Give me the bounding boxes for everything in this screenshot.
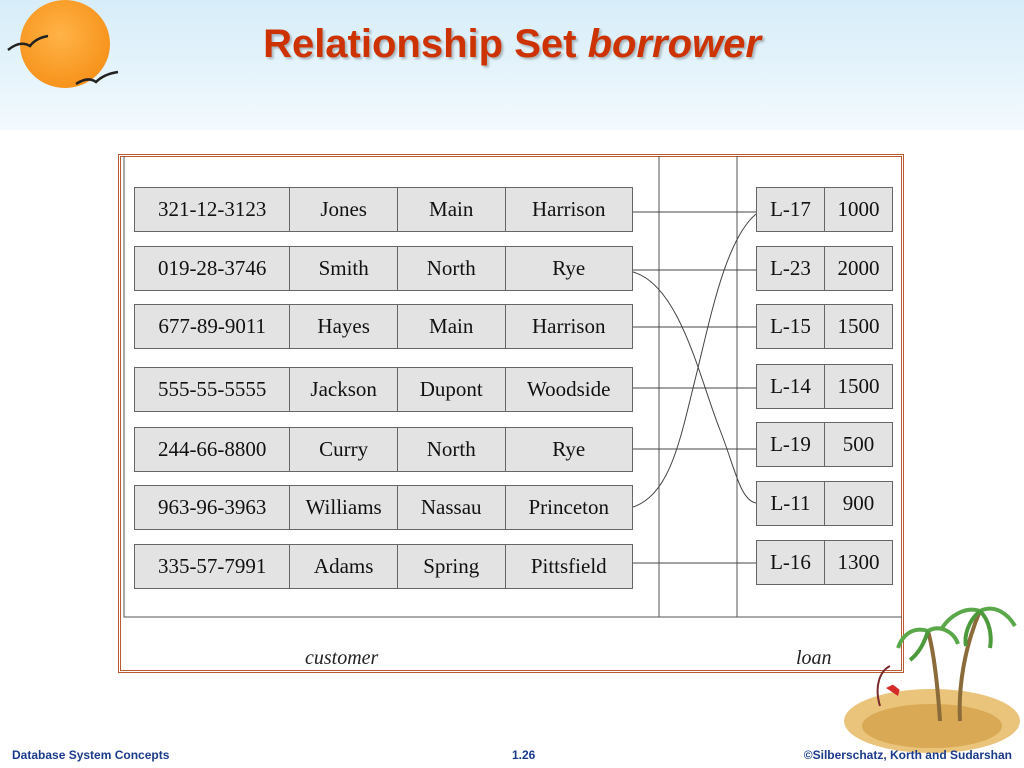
customer-id: 321-12-3123 xyxy=(135,188,291,231)
bird-icon xyxy=(7,34,119,86)
loan-number: L-23 xyxy=(757,247,825,290)
loan-row: L-23 2000 xyxy=(756,246,893,291)
customer-street: Nassau xyxy=(398,486,506,529)
customer-city: Woodside xyxy=(527,377,611,401)
customer-id: 963-96-3963 xyxy=(135,486,291,529)
loan-amount: 1000 xyxy=(837,197,880,221)
link-smith-l11 xyxy=(632,271,757,504)
loan-number: L-16 xyxy=(757,541,825,584)
customer-city: Rye xyxy=(552,256,586,280)
loan-number: L-15 xyxy=(757,305,825,348)
customer-row: 677-89-9011 Hayes Main Harrison xyxy=(134,304,633,349)
customer-name: Jones xyxy=(290,188,398,231)
title-italic: borrower xyxy=(587,22,761,66)
customer-street: North xyxy=(398,428,506,471)
figure-frame xyxy=(118,154,904,673)
customer-city: Rye xyxy=(552,437,586,461)
loan-amount: 900 xyxy=(842,491,875,515)
customer-name: Hayes xyxy=(290,305,398,348)
customer-city: Harrison xyxy=(532,197,606,221)
customer-id: 335-57-7991 xyxy=(135,545,291,588)
customer-name: Smith xyxy=(290,247,398,290)
loan-row: L-16 1300 xyxy=(756,540,893,585)
loan-amount: 2000 xyxy=(837,256,880,280)
loan-amount: 1500 xyxy=(837,374,880,398)
palm-island-icon xyxy=(844,606,1020,753)
customer-city: Pittsfield xyxy=(530,554,607,578)
customer-street: North xyxy=(398,247,506,290)
footer-copyright: ©Silberschatz, Korth and Sudarshan xyxy=(803,748,1012,762)
customer-row: 963-96-3963 Williams Nassau Princeton xyxy=(134,485,633,530)
loan-number: L-19 xyxy=(757,423,825,466)
loan-number: L-17 xyxy=(757,188,825,231)
customer-city: Princeton xyxy=(528,495,609,519)
header-band xyxy=(0,0,1024,130)
page-title: Relationship Set borrower xyxy=(0,22,1024,67)
customer-row: 244-66-8800 Curry North Rye xyxy=(134,427,633,472)
sun-icon xyxy=(20,0,110,88)
customer-street: Spring xyxy=(398,545,506,588)
footer-left: Database System Concepts xyxy=(12,748,170,762)
customer-id: 555-55-5555 xyxy=(135,368,291,411)
customer-row: 555-55-5555 Jackson Dupont Woodside xyxy=(134,367,633,412)
loan-row: L-15 1500 xyxy=(756,304,893,349)
customer-id: 244-66-8800 xyxy=(135,428,291,471)
customer-name: Williams xyxy=(290,486,398,529)
link-williams-l17 xyxy=(632,213,757,508)
loan-amount: 1300 xyxy=(837,550,880,574)
loan-row: L-17 1000 xyxy=(756,187,893,232)
customer-name: Curry xyxy=(290,428,398,471)
customer-name: Adams xyxy=(290,545,398,588)
customer-street: Dupont xyxy=(398,368,506,411)
customer-name: Jackson xyxy=(290,368,398,411)
title-main: Relationship Set xyxy=(263,22,588,66)
customer-set-label: customer xyxy=(305,647,379,669)
customer-row: 321-12-3123 Jones Main Harrison xyxy=(134,187,633,232)
customer-id: 677-89-9011 xyxy=(135,305,291,348)
loan-number: L-14 xyxy=(757,365,825,408)
loan-amount: 1500 xyxy=(837,314,880,338)
customer-street: Main xyxy=(398,188,506,231)
customer-row: 019-28-3746 Smith North Rye xyxy=(134,246,633,291)
loan-row: L-19 500 xyxy=(756,422,893,467)
loan-row: L-11 900 xyxy=(756,481,893,526)
customer-city: Harrison xyxy=(532,314,606,338)
footer-page-number: 1.26 xyxy=(512,748,536,762)
loan-row: L-14 1500 xyxy=(756,364,893,409)
loan-set-label: loan xyxy=(796,647,832,669)
customer-id: 019-28-3746 xyxy=(135,247,291,290)
loan-amount: 500 xyxy=(842,432,875,456)
loan-number: L-11 xyxy=(757,482,825,525)
customer-row: 335-57-7991 Adams Spring Pittsfield xyxy=(134,544,633,589)
customer-street: Main xyxy=(398,305,506,348)
